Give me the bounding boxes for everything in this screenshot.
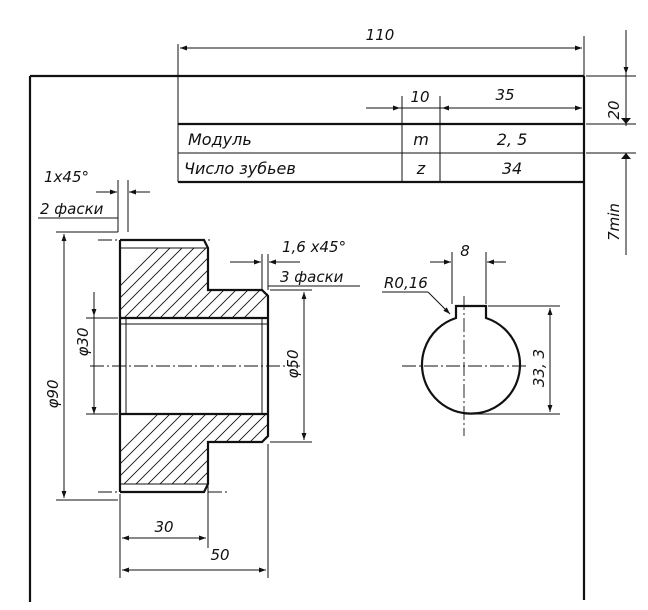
dimension-key-depth: 33, 3 [470,305,560,415]
svg-text:110: 110 [366,26,395,44]
svg-text:φ50: φ50 [284,350,302,379]
svg-text:1x45°: 1x45° [44,168,89,186]
table-row-1-name: Модуль [188,130,252,149]
table-row-2-value: 34 [502,159,522,178]
svg-text:8: 8 [460,242,470,260]
svg-text:2 фаски: 2 фаски [40,200,104,218]
dimension-table-height: 20 7min [586,30,636,255]
dimension-table-columns: 10 35 [366,86,582,111]
dimension-rim-width: 30 [119,486,209,578]
table-row-2-symbol: z [416,159,426,178]
dimension-outer-diameter: φ90 [44,231,118,501]
table-row-1-symbol: m [413,130,429,149]
keyway-section-view [402,296,528,436]
svg-text:3 фаски: 3 фаски [280,268,344,286]
dimension-hub-diameter: φ50 [270,289,312,443]
svg-text:R0,16: R0,16 [384,274,428,292]
table-row-2-name: Число зубьев [184,159,296,178]
svg-text:10: 10 [410,88,429,106]
annotation-outer-chamfer: 1x45° 2 фаски [38,168,150,232]
svg-text:35: 35 [495,86,514,104]
svg-text:33, 3: 33, 3 [530,349,548,387]
svg-text:1,6 x45°: 1,6 x45° [282,238,346,256]
svg-text:30: 30 [154,518,173,536]
dimension-key-width: 8 [430,242,506,304]
svg-text:φ90: φ90 [44,380,62,409]
svg-text:7min: 7min [605,203,623,241]
annotation-hub-chamfer: 1,6 x45° 3 фаски [230,238,360,290]
parameters-table: Модуль m 2, 5 Число зубьев z 34 [177,44,584,184]
svg-text:φ30: φ30 [74,328,92,357]
table-row-1-value: 2, 5 [497,130,528,149]
annotation-fillet-radius: R0,16 [382,274,451,315]
dimension-bore-diameter: φ30 [74,292,118,415]
svg-text:50: 50 [210,546,229,564]
dimension-total-width: 50 [122,444,269,578]
sheet-frame [28,74,586,602]
svg-text:20: 20 [605,100,623,119]
dimension-table-width: 110 [180,26,585,76]
